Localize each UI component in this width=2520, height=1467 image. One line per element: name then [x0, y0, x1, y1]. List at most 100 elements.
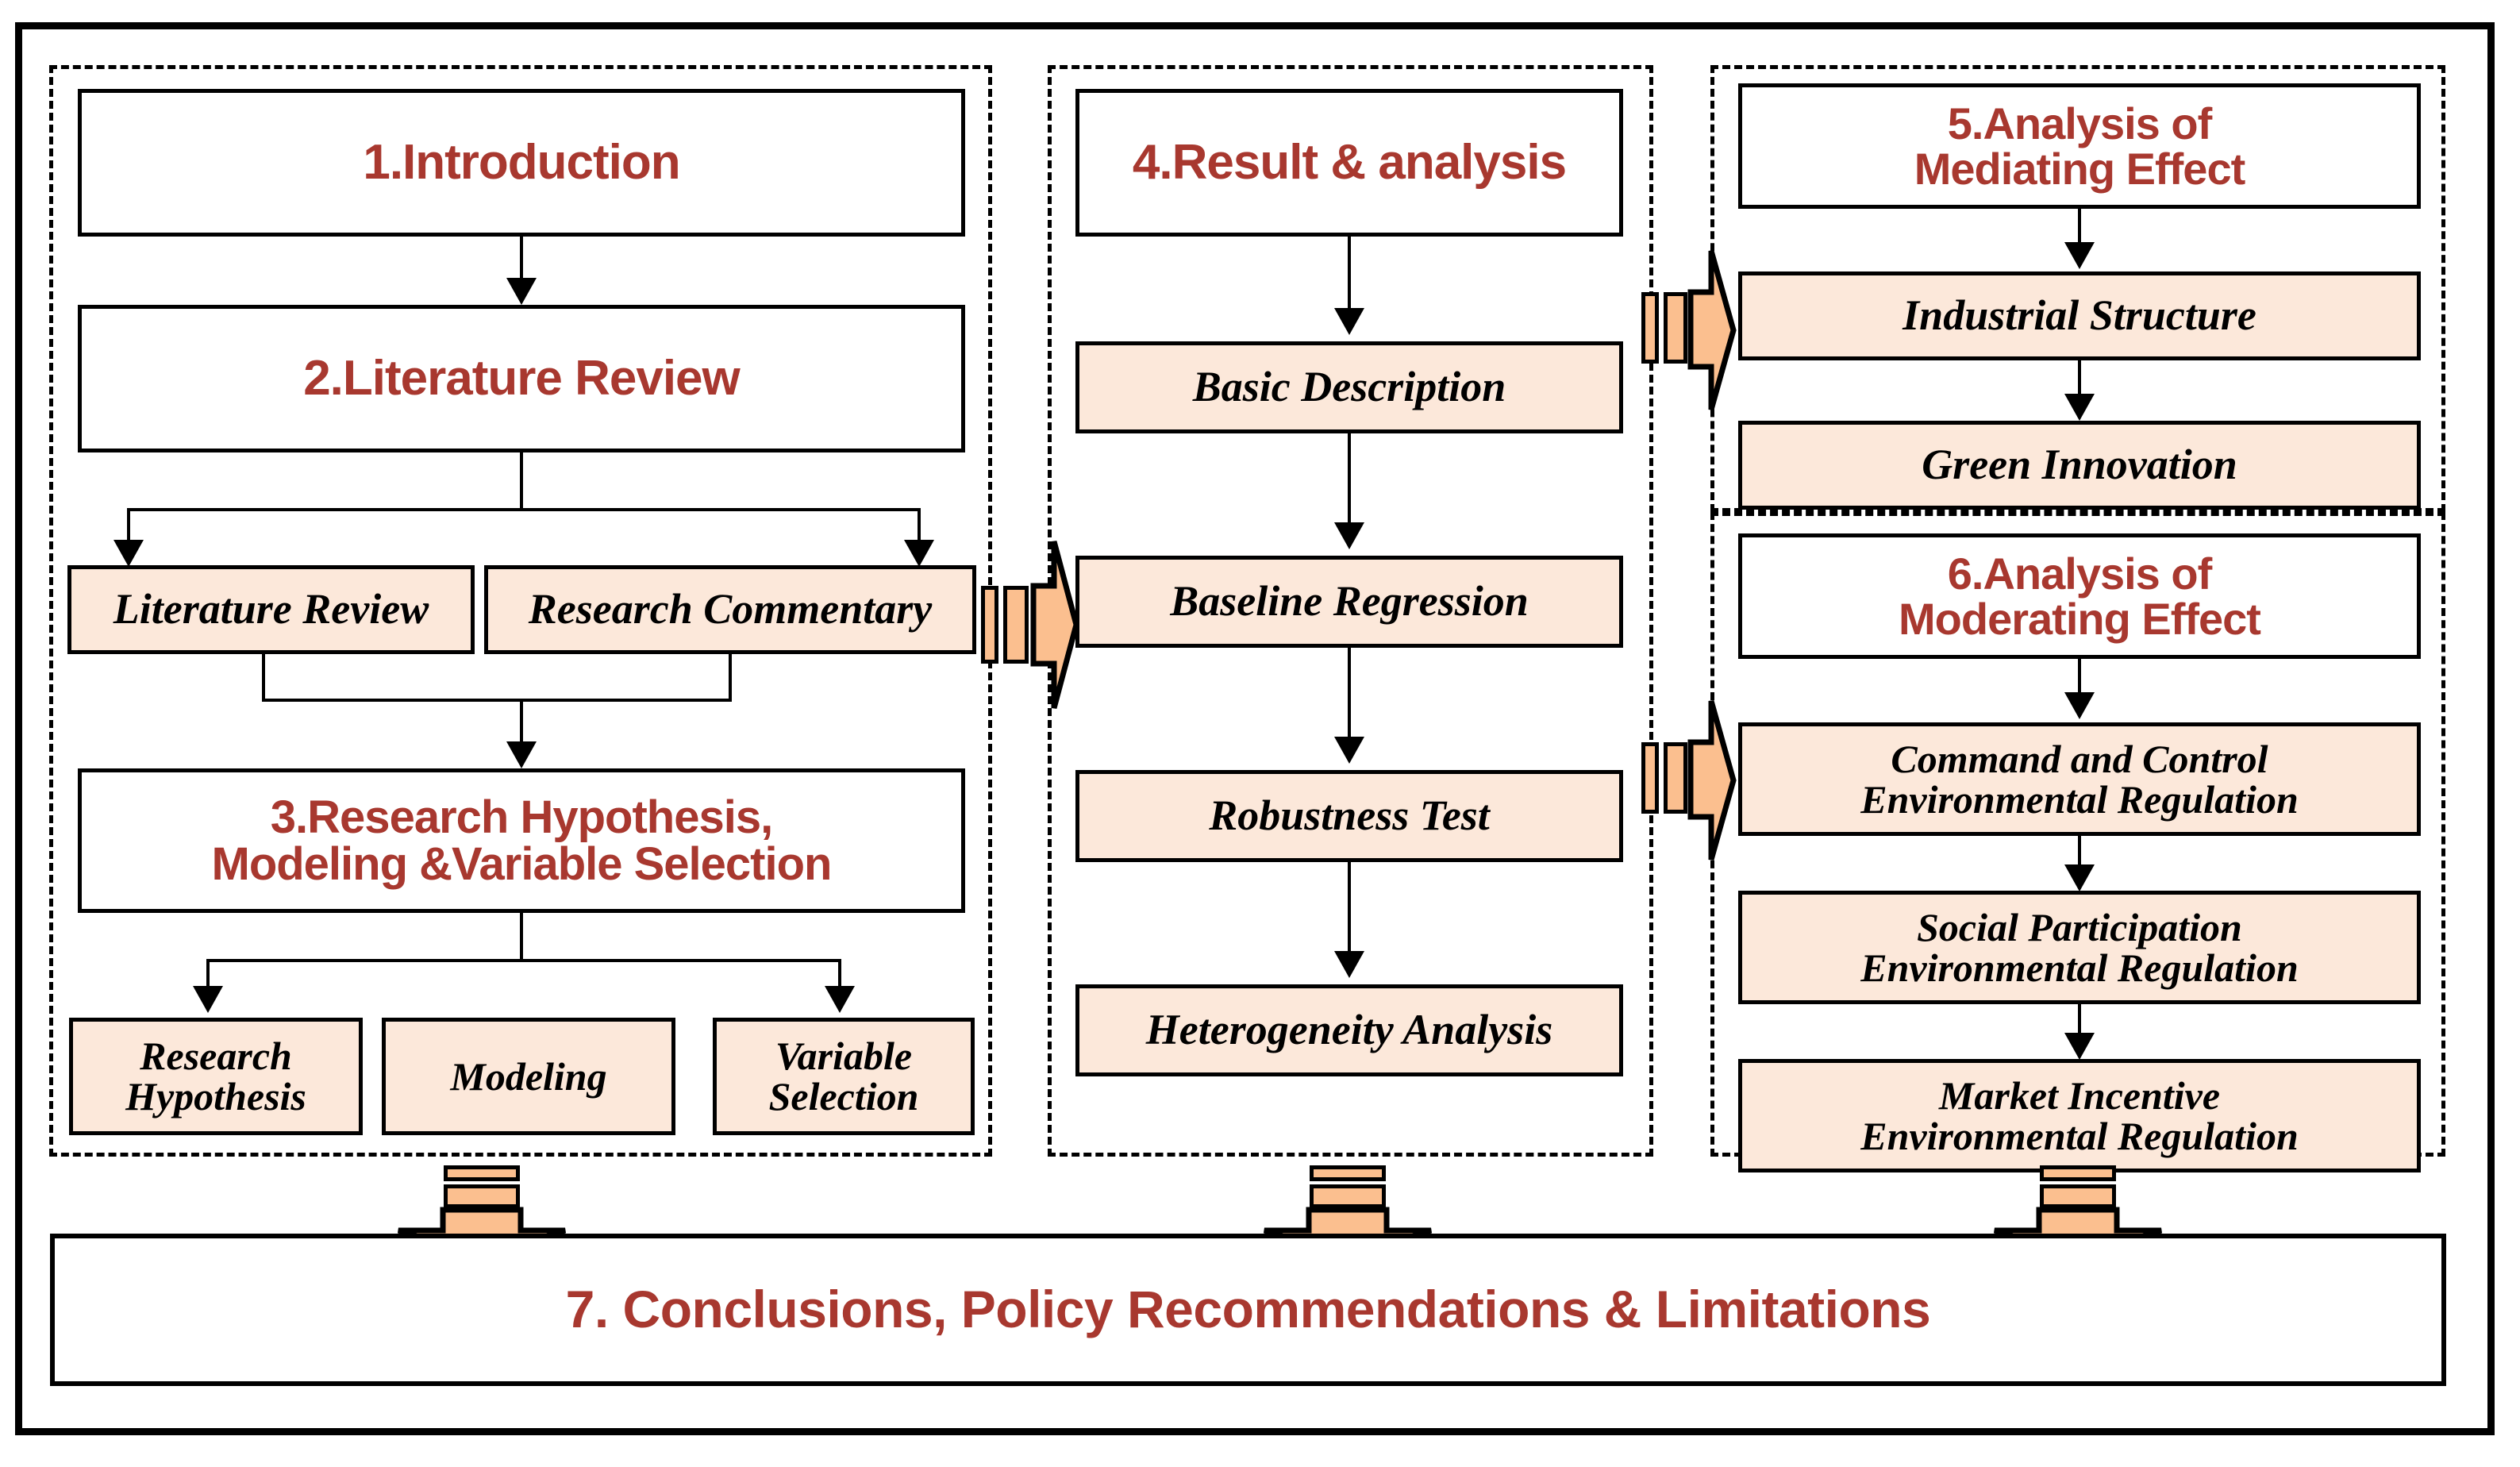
node-research-hypothesis-line1: Research: [140, 1034, 292, 1078]
connector-hyp-split-left-head: [193, 986, 223, 1013]
node-research-hypothesis[interactable]: Research Hypothesis: [69, 1018, 363, 1135]
node-literature-review-section-label: 2.Literature Review: [303, 351, 741, 406]
connector-lit-split-right: [918, 508, 921, 545]
node-green-innovation-label: Green Innovation: [1922, 441, 2237, 489]
node-market-incentive-line2: Environmental Regulation: [1860, 1113, 2299, 1158]
block-arrow-left-to-middle-seg1: [981, 586, 998, 664]
connector-social-to-market-head: [2064, 1033, 2095, 1060]
node-research-hypothesis-section[interactable]: 3.Research Hypothesis, Modeling &Variabl…: [78, 768, 965, 913]
node-conclusions-label: 7. Conclusions, Policy Recommendations &…: [565, 1280, 1931, 1339]
connector-lit-split-stem: [520, 452, 523, 510]
connector-baseline-to-robustness-head: [1334, 737, 1364, 764]
connector-merge-right-stem: [729, 654, 732, 702]
node-moderating-effect-section[interactable]: 6.Analysis of Moderating Effect: [1738, 533, 2421, 659]
node-green-innovation[interactable]: Green Innovation: [1738, 421, 2421, 510]
block-arrow-right-to-conclusion-seg1: [2040, 1165, 2116, 1181]
node-literature-review-section[interactable]: 2.Literature Review: [78, 305, 965, 452]
connector-baseline-to-robustness: [1348, 648, 1351, 745]
connector-merge-to-hypothesis: [520, 699, 523, 748]
node-mediating-effect-section-line2: Mediating Effect: [1914, 144, 2245, 194]
node-command-and-control-line2: Environmental Regulation: [1860, 776, 2299, 822]
node-heterogeneity-analysis-label: Heterogeneity Analysis: [1145, 1006, 1553, 1054]
connector-robustness-to-heterogeneity: [1348, 862, 1351, 959]
node-market-incentive[interactable]: Market Incentive Environmental Regulatio…: [1738, 1059, 2421, 1172]
connector-lit-split-right-head: [904, 540, 934, 567]
block-arrow-middle-to-mediating-seg1: [1641, 292, 1659, 364]
node-variable-selection-line2: Selection: [768, 1074, 919, 1119]
connector-basic-to-baseline: [1348, 433, 1351, 530]
node-research-hypothesis-line2: Hypothesis: [125, 1074, 306, 1119]
node-result-analysis-section[interactable]: 4.Result & analysis: [1075, 89, 1623, 237]
node-literature-review[interactable]: Literature Review: [67, 565, 475, 654]
block-arrow-middle-to-conclusion-seg1: [1310, 1165, 1386, 1181]
block-arrow-middle-to-moderating-head: [1687, 698, 1737, 863]
connector-mediating-to-industrial-head: [2064, 242, 2095, 269]
connector-result-to-basic: [1348, 237, 1351, 316]
node-command-and-control-line1: Command and Control: [1891, 736, 2268, 781]
block-arrow-middle-to-moderating-seg2: [1664, 742, 1687, 814]
node-result-analysis-section-label: 4.Result & analysis: [1132, 135, 1567, 191]
node-literature-review-label: Literature Review: [113, 585, 429, 633]
node-market-incentive-line1: Market Incentive: [1938, 1072, 2221, 1118]
node-heterogeneity-analysis[interactable]: Heterogeneity Analysis: [1075, 984, 1623, 1076]
node-modeling[interactable]: Modeling: [382, 1018, 675, 1135]
block-arrow-left-to-conclusion-seg1: [444, 1165, 520, 1181]
block-arrow-middle-to-moderating-seg1: [1641, 742, 1659, 814]
connector-merge-left-stem: [262, 654, 265, 702]
connector-social-to-market: [2078, 1004, 2081, 1041]
connector-basic-to-baseline-head: [1334, 522, 1364, 549]
connector-moderating-to-command: [2078, 659, 2081, 700]
node-research-hypothesis-section-line1: 3.Research Hypothesis,: [270, 791, 773, 843]
block-arrow-middle-to-mediating-head: [1687, 248, 1737, 413]
connector-hyp-split-right-head: [825, 986, 855, 1013]
node-variable-selection[interactable]: Variable Selection: [713, 1018, 975, 1135]
node-baseline-regression-label: Baseline Regression: [1170, 577, 1529, 626]
node-introduction-label: 1.Introduction: [363, 135, 680, 191]
node-research-commentary[interactable]: Research Commentary: [484, 565, 976, 654]
node-introduction[interactable]: 1.Introduction: [78, 89, 965, 237]
node-research-commentary-label: Research Commentary: [528, 585, 933, 633]
block-arrow-left-to-conclusion-seg2: [444, 1184, 520, 1208]
connector-robustness-to-heterogeneity-head: [1334, 951, 1364, 978]
connector-command-to-social-head: [2064, 864, 2095, 891]
node-baseline-regression[interactable]: Baseline Regression: [1075, 556, 1623, 648]
block-arrow-left-to-middle-seg2: [1003, 586, 1029, 664]
node-industrial-structure[interactable]: Industrial Structure: [1738, 271, 2421, 360]
node-conclusions[interactable]: 7. Conclusions, Policy Recommendations &…: [50, 1234, 2446, 1386]
node-mediating-effect-section[interactable]: 5.Analysis of Mediating Effect: [1738, 83, 2421, 209]
connector-moderating-to-command-head: [2064, 692, 2095, 719]
block-arrow-left-to-middle-head: [1030, 538, 1079, 711]
connector-lit-split-left-head: [113, 540, 144, 567]
node-command-and-control[interactable]: Command and Control Environmental Regula…: [1738, 722, 2421, 836]
connector-intro-to-literature: [520, 237, 523, 286]
node-modeling-label: Modeling: [450, 1053, 607, 1099]
connector-merge-bar: [262, 699, 732, 702]
node-basic-description-label: Basic Description: [1192, 363, 1506, 411]
node-basic-description[interactable]: Basic Description: [1075, 341, 1623, 433]
connector-hyp-split-right: [838, 959, 841, 991]
node-moderating-effect-section-line1: 6.Analysis of: [1947, 548, 2212, 599]
node-social-participation-line2: Environmental Regulation: [1860, 945, 2299, 990]
connector-hyp-split-left: [206, 959, 210, 991]
connector-industrial-to-green: [2078, 360, 2081, 402]
node-research-hypothesis-section-line2: Modeling &Variable Selection: [211, 838, 833, 890]
block-arrow-middle-to-mediating-seg2: [1664, 292, 1687, 364]
block-arrow-right-to-conclusion-seg2: [2040, 1184, 2116, 1208]
node-social-participation-line1: Social Participation: [1917, 904, 2242, 949]
node-industrial-structure-label: Industrial Structure: [1903, 291, 2256, 340]
node-variable-selection-line1: Variable: [775, 1034, 913, 1078]
node-robustness-test-label: Robustness Test: [1209, 791, 1490, 840]
connector-mediating-to-industrial: [2078, 209, 2081, 250]
connector-command-to-social: [2078, 836, 2081, 872]
connector-industrial-to-green-head: [2064, 394, 2095, 421]
connector-merge-to-hypothesis-head: [506, 741, 537, 768]
connector-hyp-split-stem: [520, 913, 523, 962]
connector-result-to-basic-head: [1334, 308, 1364, 335]
block-arrow-middle-to-conclusion-seg2: [1310, 1184, 1386, 1208]
node-robustness-test[interactable]: Robustness Test: [1075, 770, 1623, 862]
node-moderating-effect-section-line2: Moderating Effect: [1899, 594, 2261, 644]
node-social-participation[interactable]: Social Participation Environmental Regul…: [1738, 891, 2421, 1004]
node-mediating-effect-section-line1: 5.Analysis of: [1947, 98, 2212, 148]
connector-intro-to-literature-head: [506, 278, 537, 305]
